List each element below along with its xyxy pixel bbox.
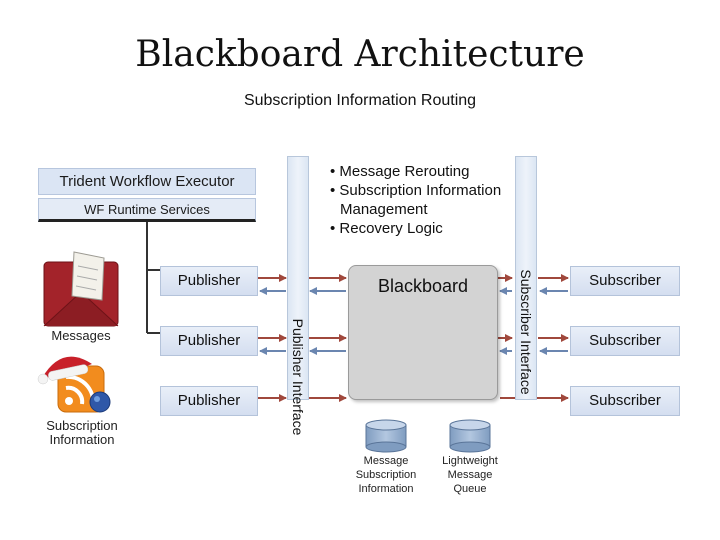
- database-icon: [449, 419, 491, 453]
- subscription-info-line: Subscription: [46, 418, 118, 433]
- subscription-store-label: Message Subscription Information: [342, 454, 430, 496]
- queue-store-label: Lightweight Message Queue: [426, 454, 514, 496]
- store-label-line: Lightweight: [442, 455, 498, 467]
- database-icon: [365, 419, 407, 453]
- publisher-arrows: [258, 274, 287, 402]
- note-item: • Subscription Information: [330, 182, 502, 199]
- feature-notes: • Message Rerouting • Subscription Infor…: [330, 162, 501, 238]
- publisher-box: Publisher: [160, 266, 258, 296]
- messages-label: Messages: [51, 328, 111, 343]
- blackboard-box: [348, 265, 498, 400]
- subscription-info-label: Subscription Information: [30, 419, 134, 447]
- subscriber-box: Subscriber: [570, 266, 680, 296]
- subscriber-interface-bar: Subscriber Interface: [515, 156, 537, 400]
- subscriber-box: Subscriber: [570, 386, 680, 416]
- store-label-line: Information: [358, 483, 414, 495]
- workflow-executor-box: Trident Workflow Executor: [38, 168, 256, 195]
- note-item: Management: [340, 201, 428, 218]
- publisher-interface-bar: Publisher Interface: [287, 156, 309, 435]
- note-item: • Recovery Logic: [330, 220, 443, 237]
- store-label-line: Subscription: [355, 469, 417, 481]
- store-label-line: Queue: [453, 483, 487, 495]
- runtime-services-box: WF Runtime Services: [38, 198, 256, 222]
- store-label-line: Message: [363, 455, 409, 467]
- subscriber-arrows: [538, 274, 569, 355]
- blackboard-label: Blackboard: [377, 276, 469, 296]
- page-title: Blackboard Architecture: [135, 34, 585, 75]
- store-label-line: Message: [447, 469, 493, 481]
- publisher-interface-label: Publisher Interface: [290, 318, 306, 436]
- interface-to-blackboard-arrows: [308, 274, 347, 402]
- publisher-box: Publisher: [160, 326, 258, 356]
- publisher-box: Publisher: [160, 386, 258, 416]
- subscription-info-line: Information: [49, 432, 115, 447]
- subscriber-box: Subscriber: [570, 326, 680, 356]
- envelope-icon: [43, 251, 119, 327]
- subscriber-interface-label: Subscriber Interface: [518, 269, 534, 395]
- rss-feed-icon: [37, 356, 111, 413]
- page-subtitle: Subscription Information Routing: [243, 92, 477, 109]
- note-item: • Message Rerouting: [330, 163, 470, 180]
